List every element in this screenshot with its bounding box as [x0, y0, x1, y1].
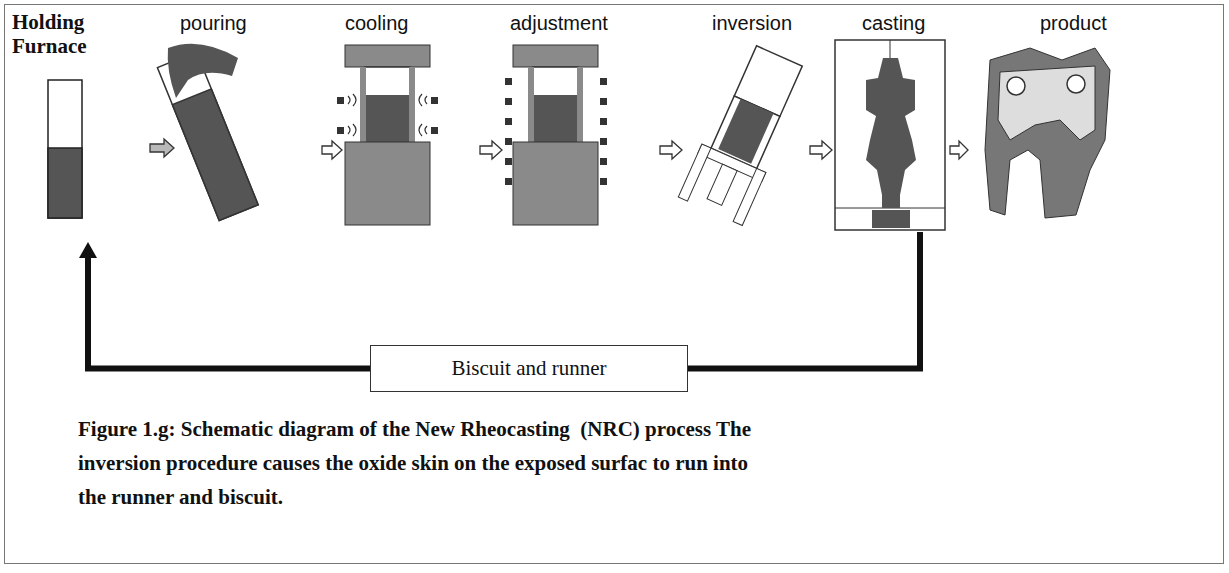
process-arrow	[150, 139, 174, 157]
return-line	[688, 232, 920, 369]
product-step: product	[970, 10, 1115, 232]
step-label: adjustment	[510, 12, 608, 35]
cooling-step: cooling	[344, 10, 478, 232]
adjustment-step: adjustment	[504, 10, 658, 232]
pouring-step: pouring	[176, 10, 320, 232]
step-label: pouring	[180, 12, 247, 35]
step-label: inversion	[712, 12, 792, 35]
product-illustration	[985, 48, 1110, 218]
pouring-illustration	[157, 44, 258, 221]
furnace-step: Holding Furnace	[8, 8, 148, 240]
process-arrow	[480, 141, 502, 159]
return-line-path	[688, 232, 920, 369]
figure-caption: Figure 1.g: Schematic diagram of the New…	[78, 412, 758, 514]
cooling-illustration	[337, 45, 438, 225]
inversion-step: inversion	[684, 10, 808, 232]
process-arrow	[322, 141, 342, 159]
furnace-illustration	[48, 80, 82, 218]
process-arrow	[660, 141, 682, 159]
box-label: Biscuit and runner	[451, 356, 606, 380]
casting-die-illustration	[835, 40, 945, 230]
arrowhead	[79, 242, 97, 258]
adjustment-illustration	[505, 45, 607, 225]
step-label: casting	[862, 12, 925, 35]
inversion-illustration	[678, 42, 811, 226]
process-arrow	[810, 141, 832, 159]
process-arrow	[950, 141, 968, 159]
casting-step: casting	[834, 10, 948, 232]
step-label: cooling	[345, 12, 408, 35]
step-label: Holding Furnace	[12, 10, 107, 58]
return-line-path	[88, 254, 370, 369]
process-box: Biscuit and runner	[370, 345, 688, 392]
step-label: product	[1040, 12, 1107, 35]
return-line	[79, 242, 370, 369]
